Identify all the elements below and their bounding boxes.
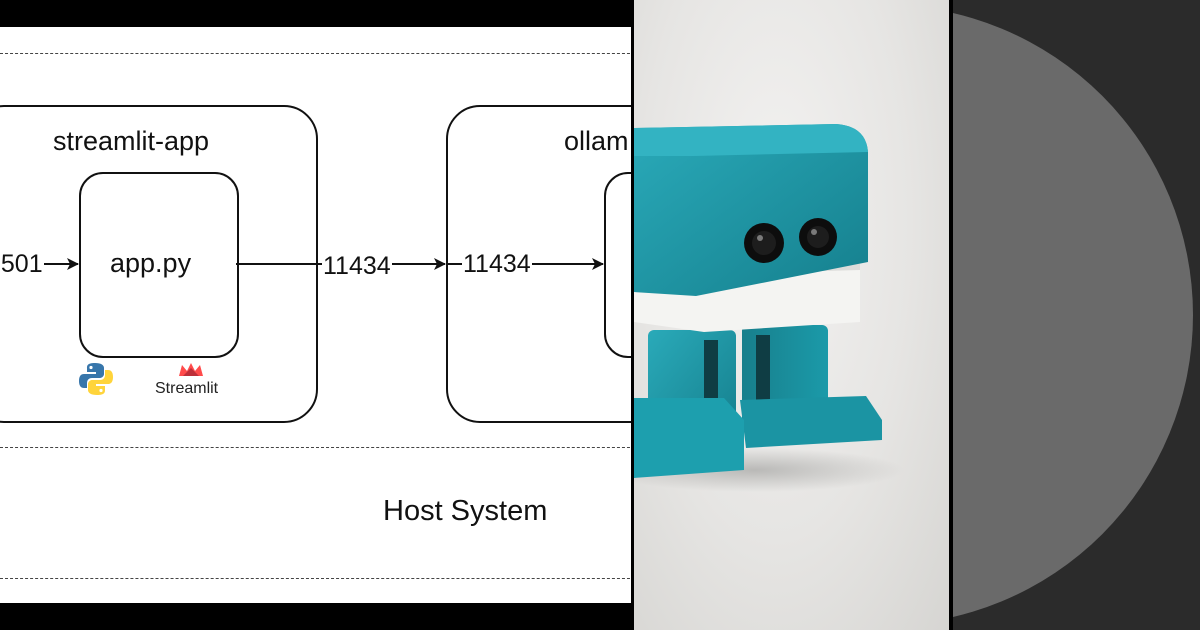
disc-shape	[953, 13, 1193, 617]
host-boundary-middle	[0, 447, 631, 448]
robot-illustration	[634, 124, 904, 492]
app-py-box	[79, 172, 239, 358]
robot-photo	[634, 0, 949, 630]
disc-panel	[953, 0, 1200, 630]
diagram-canvas: streamlit-app app.py ollam 8501 11434 11…	[0, 27, 631, 603]
port-label-11434-out: 11434	[322, 252, 392, 280]
ollama-inner-box	[604, 172, 631, 358]
python-logo-icon	[79, 363, 113, 395]
ollama-container-title: ollam	[564, 126, 629, 156]
crown-icon	[179, 363, 203, 376]
streamlit-logo-text: Streamlit	[155, 380, 219, 397]
port-label-11434-in: 11434	[462, 250, 532, 278]
diagram-panel: streamlit-app app.py ollam 8501 11434 11…	[0, 27, 631, 603]
host-boundary-bottom	[0, 578, 631, 579]
app-py-label: app.py	[110, 248, 192, 278]
host-system-label: Host System	[383, 495, 548, 527]
streamlit-app-title: streamlit-app	[53, 126, 210, 156]
host-boundary-top	[0, 53, 631, 54]
port-label-8501: 8501	[0, 252, 44, 277]
